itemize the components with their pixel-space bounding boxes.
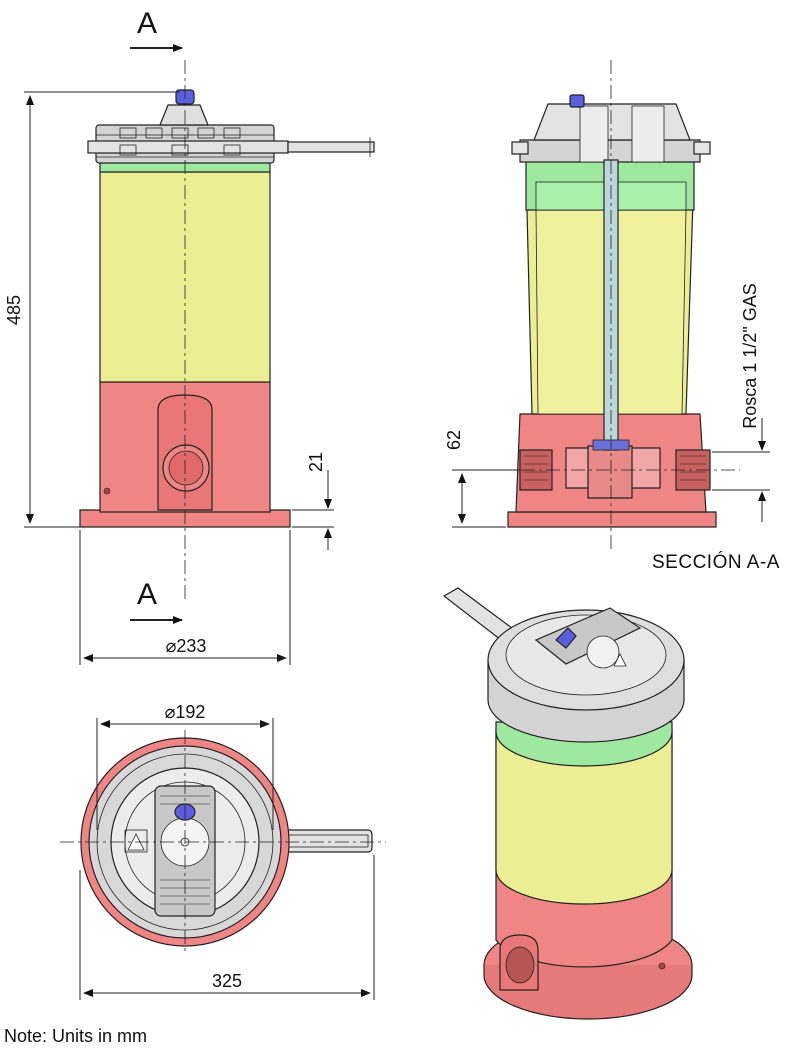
iso-grip-bar	[534, 607, 642, 665]
dim-top-diameter: ⌀192	[165, 702, 206, 722]
dim-inlet-height: 21	[306, 452, 326, 472]
section-title: SECCIÓN A-A	[652, 552, 780, 573]
section-marker-top: A	[137, 7, 157, 40]
section-dimensions	[452, 418, 770, 528]
dim-overall-width: 325	[212, 971, 242, 991]
top-dimensions	[79, 718, 375, 1000]
section-base-plate	[507, 511, 717, 528]
dim-height: 485	[4, 295, 24, 325]
front-view	[79, 60, 375, 600]
section-view	[496, 60, 740, 550]
section-chamber	[587, 445, 633, 499]
section-lid-top	[533, 103, 691, 141]
iso-body	[495, 729, 673, 905]
dim-section-height: 62	[444, 430, 464, 450]
iso-knob	[555, 627, 577, 649]
dim-base-diameter: ⌀233	[166, 636, 207, 656]
top-view	[60, 730, 386, 955]
front-dimensions	[24, 44, 334, 665]
thread-label: Rosca 1 1/2" GAS	[740, 283, 760, 428]
section-knob	[569, 94, 585, 108]
isometric-view	[442, 587, 693, 1020]
iso-inlet-port	[505, 946, 535, 984]
section-marker-bottom: A	[137, 578, 157, 611]
front-lid-top	[159, 104, 209, 126]
section-lid	[519, 139, 701, 163]
units-note: Note: Units in mm	[4, 1026, 148, 1046]
front-handle	[287, 141, 375, 153]
